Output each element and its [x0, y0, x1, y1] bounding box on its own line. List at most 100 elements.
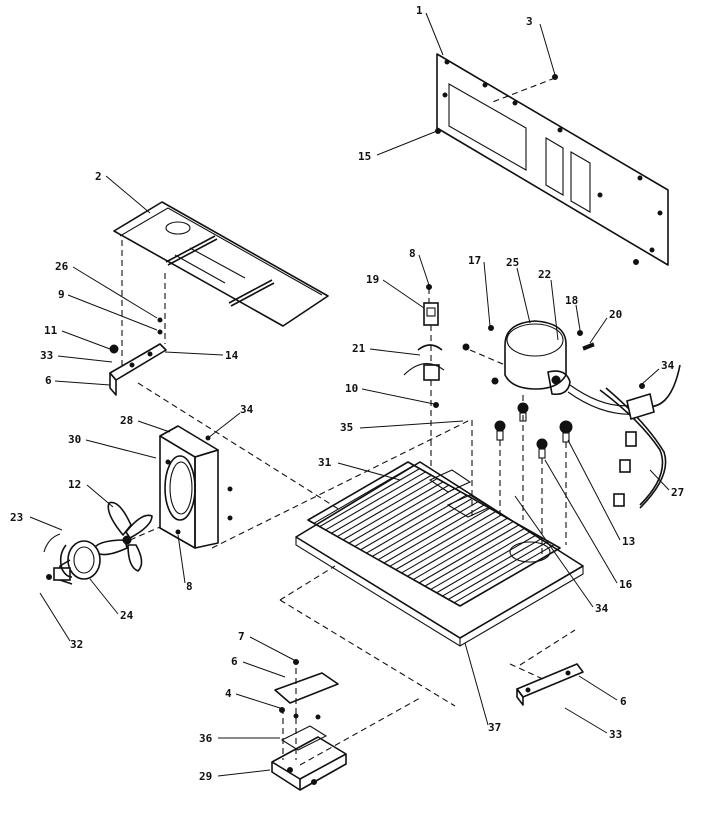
coil-tube: [354, 487, 456, 547]
callout-label: 8: [186, 580, 193, 593]
callout-label: 34: [595, 602, 609, 615]
relay-assembly: [403, 284, 445, 470]
callout-35: 35: [340, 420, 464, 434]
callout-29: 29: [199, 769, 271, 783]
callout-9: 9: [58, 288, 158, 331]
drain-pan-cover: [113, 201, 329, 327]
callout-label: 1: [416, 4, 423, 17]
callout-10: 10: [345, 382, 435, 405]
callout-30: 30: [68, 433, 157, 459]
compressor: [462, 320, 639, 415]
callout-4: 4: [225, 687, 281, 709]
callout-16: 16: [544, 459, 633, 591]
callout-label: 6: [45, 374, 52, 387]
callout-19: 19: [366, 273, 425, 309]
callout-label: 34: [661, 359, 675, 372]
coil-tube: [325, 471, 426, 531]
callout-label: 21: [352, 342, 366, 355]
compressor-clips: [488, 325, 595, 351]
callout-label: 6: [620, 695, 627, 708]
callout-8: 8: [177, 534, 193, 593]
callout-label: 31: [318, 456, 332, 469]
callout-2: 2: [95, 170, 151, 214]
callout-28: 28: [120, 414, 171, 433]
callout-33: 33: [564, 707, 622, 741]
callout-34: 34: [207, 403, 254, 439]
callout-12: 12: [68, 478, 114, 508]
coil-tube: [448, 540, 549, 600]
callout-label: 10: [345, 382, 358, 395]
condenser-coil: [307, 461, 561, 607]
callout-7: 7: [238, 630, 295, 661]
callout-label: 9: [58, 288, 65, 301]
coil-tube: [442, 537, 543, 597]
callout-label: 7: [238, 630, 245, 643]
coil-tube: [313, 464, 415, 524]
callout-label: 17: [468, 254, 481, 267]
callout-label: 24: [120, 609, 134, 622]
callout-27: 27: [649, 469, 684, 499]
callout-label: 11: [44, 324, 58, 337]
coil-tube: [319, 468, 420, 528]
callout-24: 24: [89, 578, 134, 622]
callout-label: 18: [565, 294, 578, 307]
coil-tube: [360, 491, 461, 551]
callout-31: 31: [318, 456, 401, 481]
wire-harness: [599, 364, 681, 509]
callout-label: 33: [40, 349, 53, 362]
coil-tube: [383, 504, 485, 564]
coil-tube: [407, 517, 508, 577]
mounting-bracket-right: [516, 663, 584, 706]
callout-label: 29: [199, 770, 212, 783]
coil-tube: [342, 481, 444, 541]
coil-tube: [424, 527, 526, 587]
callout-label: 26: [55, 260, 69, 273]
coil-tube: [366, 494, 467, 554]
coil-tube: [436, 534, 537, 594]
coil-tube: [453, 544, 555, 604]
condenser-fan-shroud: [159, 425, 233, 549]
callout-1: 1: [416, 4, 444, 56]
rear-access-panel: [436, 53, 669, 266]
callout-3: 3: [526, 15, 556, 76]
fan-motor: [46, 540, 101, 585]
callout-8: 8: [409, 247, 430, 286]
condenser-base-pan: [295, 461, 584, 647]
callout-label: 36: [199, 732, 213, 745]
coil-tube: [336, 478, 438, 538]
callout-15: 15: [358, 130, 438, 163]
callout-label: 20: [609, 308, 622, 321]
callout-label: 3: [526, 15, 533, 28]
callout-34: 34: [514, 495, 609, 615]
callout-11: 11: [44, 324, 111, 350]
coil-tube: [430, 530, 532, 590]
callout-13: 13: [567, 439, 635, 548]
callout-label: 28: [120, 414, 133, 427]
condenser-fan-blade: [92, 501, 153, 572]
callout-6: 6: [45, 374, 111, 387]
callout-18: 18: [565, 294, 581, 331]
callout-label: 37: [488, 721, 501, 734]
callout-14: 14: [164, 349, 239, 362]
coil-tube: [389, 507, 491, 567]
callout-label: 23: [10, 511, 23, 524]
callout-label: 32: [70, 638, 83, 651]
coil-tube: [331, 474, 432, 534]
drain-tray: [271, 725, 347, 791]
callout-label: 6: [231, 655, 238, 668]
coil-tube: [401, 514, 502, 574]
callout-23: 23: [10, 511, 63, 531]
callout-label: 13: [622, 535, 635, 548]
callout-25: 25: [506, 256, 531, 324]
callout-label: 2: [95, 170, 102, 183]
callout-label: 4: [225, 687, 232, 700]
coil-tube: [372, 497, 473, 557]
assembly-lines: [137, 382, 576, 766]
callout-36: 36: [199, 732, 280, 745]
callout-6: 6: [578, 675, 627, 708]
panel-screw: [489, 74, 558, 104]
coil-tube: [412, 521, 514, 581]
fan-bracket-bottom: [274, 659, 339, 720]
callout-33: 33: [40, 349, 113, 363]
fan-motor-bracket: [43, 533, 73, 578]
